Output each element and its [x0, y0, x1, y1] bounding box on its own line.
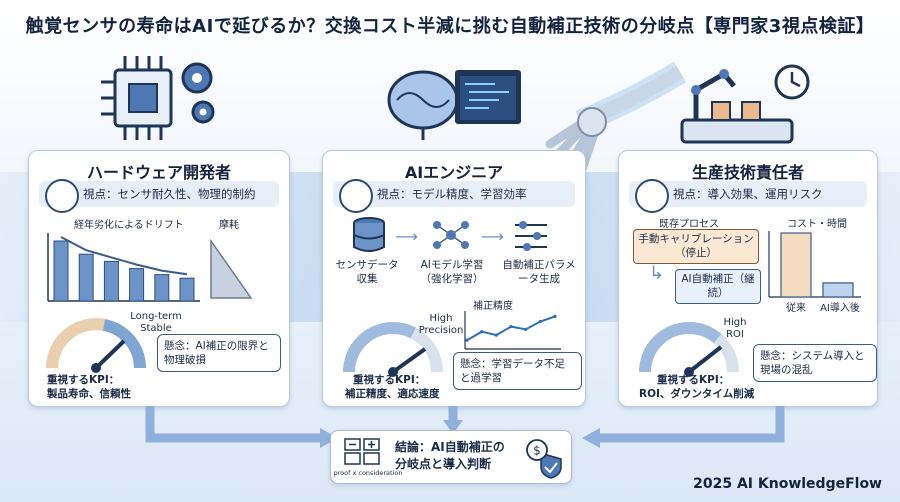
trend-line: [60, 236, 188, 276]
panel-ai-engineer: AIエンジニア 視点：モデル精度、学習効率 ⟶ ⟶ センサデータ収集 AIモデル…: [322, 150, 586, 407]
concern-box: 懸念：学習データ不足と過学習: [453, 352, 582, 391]
bar: [129, 268, 145, 302]
gauge-label: Long-term Stable: [130, 311, 182, 334]
wear-label: 摩耗: [219, 220, 239, 231]
kpi-value: ROI、ダウンタイム削減: [639, 388, 755, 400]
conclusion-box: proof x consideration 結論：AI自動補正の分岐点と導入判断…: [330, 430, 572, 484]
concern-box: 懸念：AI補正の限界と物理破損: [157, 334, 281, 373]
step-label: センサデータ収集: [335, 259, 399, 285]
chart-label: 補正精度: [473, 301, 513, 312]
viewpoint-bar: 視点：センサ耐久性、物理的制約: [39, 179, 279, 213]
bar: [154, 274, 170, 302]
calculator-icon: [344, 438, 380, 465]
robot-hand-illustration: [541, 61, 687, 191]
bar: [53, 240, 69, 302]
kpi-value: 製品寿命、信頼性: [47, 388, 131, 400]
parameter-sliders-icon: [515, 221, 547, 251]
viewpoint-bar: 視点：導入効果、運用リスク: [629, 179, 867, 213]
flow-arrow-icon: ⟶: [481, 227, 504, 246]
bar: [103, 260, 119, 302]
person-icon: [339, 179, 373, 213]
kpi-title: 重視するKPI：: [47, 374, 120, 386]
neural-network-icon: [433, 221, 469, 249]
kpi-value: 補正精度、適応速度: [345, 388, 440, 400]
step-label: 自動補正パラメータ生成: [502, 259, 576, 285]
person-icon: [635, 179, 669, 213]
data-point: [553, 314, 557, 318]
cost-bar: [780, 232, 812, 298]
page-title: 触覚センサの寿命はAIで延びるか？交換コスト半減に挑む自動補正技術の分岐点【専門…: [25, 16, 875, 37]
conclusion-text: 結論：AI自動補正の分岐点と導入判断: [395, 440, 505, 471]
cost-label: コスト・時間: [787, 219, 847, 230]
down-arrow-icon: ↳: [649, 263, 665, 284]
concern-box: 懸念：システム導入と現場の混乱: [753, 344, 877, 383]
viewpoint-text: 視点：センサ耐久性、物理的制約: [83, 187, 256, 201]
flow-arrow-icon: ⟶: [395, 227, 418, 246]
step-label: AIモデル学習（強化学習）: [420, 259, 484, 285]
panel-title: ハードウェア開発者: [86, 163, 231, 182]
gauge-icon: [639, 322, 739, 377]
calc-caption: proof x consideration: [333, 469, 403, 477]
cost-bar-chart: [768, 231, 861, 298]
chip-gear-icon: [101, 56, 215, 140]
convergence-arrows: [145, 406, 785, 448]
viewpoint-bar: 視点：モデル精度、学習効率: [333, 179, 575, 213]
process-label: 既存プロセス: [659, 219, 719, 230]
panel-title: 生産技術責任者: [691, 163, 804, 182]
dollar-shield-icon: $: [526, 439, 562, 479]
manual-process-box: 手動キャリブレーション（停止）: [633, 229, 759, 265]
wear-triangle-icon: [210, 238, 253, 299]
accuracy-line: [466, 315, 556, 342]
kpi-title: 重視するKPI：: [657, 374, 730, 386]
robot-arm-clock-icon: [680, 64, 810, 144]
gauge-icon: [343, 322, 443, 377]
kpi-title: 重視するKPI：: [353, 374, 426, 386]
panel-production-manager: 生産技術責任者 視点：導入効果、運用リスク 既存プロセス 手動キャリブレーション…: [618, 150, 878, 407]
data-point: [509, 325, 513, 329]
gauge-label: High Precision: [418, 313, 464, 336]
drift-bar-chart: [47, 233, 200, 302]
svg-text:$: $: [533, 444, 541, 458]
cost-new-label: AI導入後: [820, 303, 860, 314]
data-point: [465, 338, 469, 342]
bar: [179, 277, 195, 302]
cost-old-label: 従来: [786, 303, 806, 314]
data-point: [480, 330, 484, 334]
bar: [78, 253, 94, 302]
panel-hardware-developer: ハードウェア開発者 視点：センサ耐久性、物理的制約 経年劣化によるドリフト 摩耗…: [28, 150, 290, 407]
viewpoint-text: 視点：導入効果、運用リスク: [673, 187, 823, 201]
data-point: [524, 327, 528, 331]
data-point: [538, 319, 542, 324]
panel-title: AIエンジニア: [404, 163, 504, 182]
person-icon: [45, 179, 79, 213]
gauge-label: High ROI: [723, 317, 747, 340]
data-point: [494, 333, 498, 337]
gauge-icon: [46, 318, 146, 373]
ai-process-box: AI自動補正（継続）: [675, 269, 761, 305]
database-icon: [353, 217, 385, 252]
chart-label: 経年劣化によるドリフト: [74, 220, 184, 231]
brain-monitor-icon: [387, 70, 521, 140]
footer-credit: 2025 AI KnowledgeFlow: [693, 476, 882, 492]
accuracy-line-chart: [464, 311, 561, 350]
viewpoint-text: 視点：モデル精度、学習効率: [377, 187, 527, 201]
cost-bar: [822, 282, 854, 298]
